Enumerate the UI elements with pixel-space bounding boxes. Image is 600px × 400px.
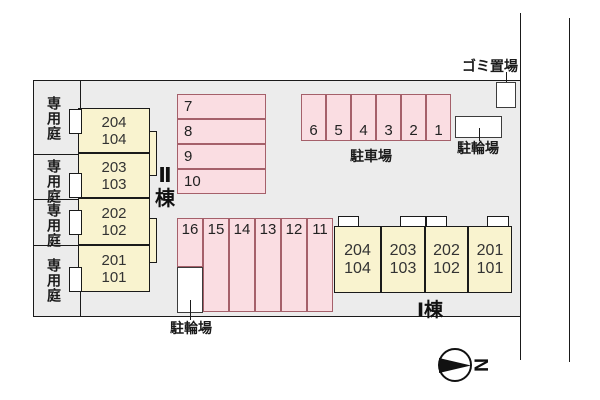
unit-202-102-west: 202 102	[78, 198, 150, 245]
parking-space-8: 8	[177, 119, 266, 144]
compass-north-label: N	[470, 358, 491, 372]
parking-space-11: 11	[307, 218, 333, 312]
space-number: 13	[259, 221, 277, 238]
parking-space-15: 15	[203, 218, 229, 312]
unit-number-upper: 202	[433, 241, 460, 259]
space-number: 2	[409, 122, 418, 139]
north-arrow-icon	[439, 358, 471, 373]
unit-number-lower: 103	[101, 175, 127, 193]
space-number: 16	[181, 221, 199, 238]
entrance-porch	[69, 210, 82, 235]
parking-lot-label: 駐車場	[350, 148, 392, 164]
building-2-label-kanji: 棟	[155, 188, 175, 210]
leader-line	[479, 128, 480, 141]
space-number: 9	[184, 148, 193, 165]
parking-space-14: 14	[229, 218, 255, 312]
space-number: 14	[233, 221, 251, 238]
unit-201-101-west: 201 101	[78, 245, 150, 292]
space-number: 15	[207, 221, 225, 238]
parking-space-3: 3	[376, 94, 401, 141]
parking-space-6: 6	[301, 94, 326, 141]
parking-space-4: 4	[351, 94, 376, 141]
unit-number-upper: 203	[101, 158, 127, 176]
entrance-porch	[69, 109, 82, 134]
garden-divider-line	[33, 199, 80, 200]
private-garden-label: 専用庭	[46, 158, 62, 204]
building-2-label: Ⅱ 棟	[150, 165, 180, 211]
entrance-porch	[69, 173, 82, 198]
leader-line	[190, 300, 191, 320]
unit-number-upper: 203	[389, 241, 417, 259]
unit-203-103-west: 203 103	[78, 153, 150, 198]
entrance-porch	[69, 267, 82, 292]
bicycle-parking-north-box	[455, 116, 502, 138]
parking-space-12: 12	[281, 218, 307, 312]
unit-204-104-west: 204 104	[78, 108, 150, 153]
space-number: 8	[184, 123, 193, 140]
leader-line	[506, 72, 507, 85]
garden-divider-line	[33, 245, 80, 246]
unit-number-upper: 204	[101, 113, 127, 131]
parking-space-5: 5	[326, 94, 351, 141]
parking-space-1: 1	[426, 94, 451, 141]
unit-number-lower: 103	[389, 259, 417, 277]
unit-number-upper: 201	[101, 251, 127, 269]
unit-number-lower: 102	[101, 221, 127, 239]
parking-space-13: 13	[255, 218, 281, 312]
space-number: 4	[359, 122, 368, 139]
unit-number-lower: 102	[433, 259, 460, 277]
unit-number-lower: 101	[476, 259, 504, 277]
unit-number-upper: 204	[344, 241, 371, 259]
garbage-area-box	[496, 82, 516, 108]
space-number: 11	[312, 221, 328, 238]
parking-space-10: 10	[177, 169, 266, 194]
unit-number-lower: 104	[344, 259, 371, 277]
north-compass: N	[438, 348, 491, 382]
unit-204-104-east: 204 104	[334, 226, 381, 293]
space-number: 6	[309, 122, 318, 139]
private-garden-label: 専用庭	[46, 257, 62, 303]
space-number: 12	[285, 221, 303, 238]
garbage-area-label: ゴミ置場	[462, 58, 518, 74]
space-number: 10	[184, 173, 201, 190]
bicycle-parking-north-label: 駐輪場	[457, 140, 499, 156]
unit-number-lower: 104	[101, 130, 127, 148]
space-number: 1	[434, 122, 443, 139]
unit-202-102-east: 202 102	[425, 226, 468, 293]
private-garden-label: 専用庭	[46, 202, 62, 248]
parking-space-2: 2	[401, 94, 426, 141]
parking-space-9: 9	[177, 144, 266, 169]
unit-number-upper: 201	[476, 241, 504, 259]
unit-201-101-east: 201 101	[468, 226, 512, 293]
building-2-label-numeral: Ⅱ	[158, 165, 172, 187]
garden-divider-line	[33, 154, 80, 155]
building-1-label: Ⅰ棟	[416, 300, 444, 321]
parking-space-7: 7	[177, 94, 266, 119]
bicycle-parking-south-label: 駐輪場	[170, 320, 212, 336]
space-number: 7	[184, 98, 193, 115]
unit-number-lower: 101	[101, 268, 127, 286]
unit-203-103-east: 203 103	[381, 226, 425, 293]
private-garden-label: 専用庭	[46, 95, 62, 141]
parking-space-16: 16	[177, 218, 203, 267]
space-number: 5	[334, 122, 343, 139]
unit-number-upper: 202	[101, 204, 127, 222]
space-number: 3	[384, 122, 393, 139]
boundary-line-east-outer	[569, 18, 570, 362]
